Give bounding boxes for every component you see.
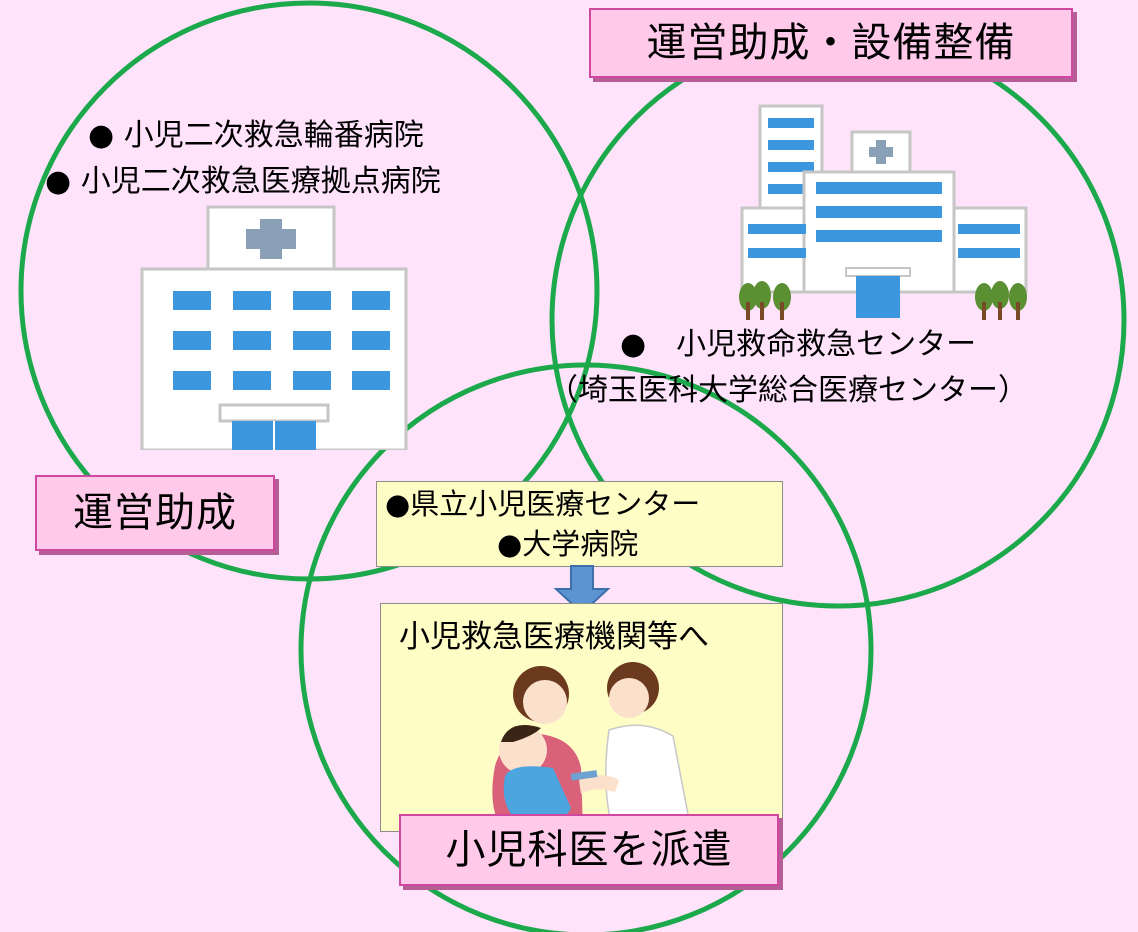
left-item-1: ● 小児二次救急輪番病院 (88, 118, 424, 153)
label-dispatch: 小児科医を派遣 (399, 814, 779, 886)
bottom-circle (298, 362, 874, 932)
label-operation-equipment: 運営助成・設備整備 (589, 8, 1073, 78)
source-line-1: ●県立小児医療センター (385, 487, 701, 521)
destination-box: 小児救急医療機関等へ (380, 603, 783, 832)
down-arrow-icon (553, 565, 611, 615)
doctor-patient-icon (492, 662, 692, 830)
source-line-2: ●大学病院 (497, 527, 639, 561)
right-item-sub: （埼玉医科大学総合医療センター） (548, 373, 1028, 408)
hospital-small-icon (140, 205, 408, 450)
destination-text: 小児救急医療機関等へ (399, 619, 709, 655)
left-item-2: ● 小児二次救急医療拠点病院 (45, 164, 441, 199)
source-box: ●県立小児医療センター ●大学病院 (376, 481, 783, 567)
right-item: ● 小児救命救急センター (620, 327, 977, 362)
label-operation: 運営助成 (35, 475, 275, 551)
hospital-large-icon (739, 104, 1028, 320)
